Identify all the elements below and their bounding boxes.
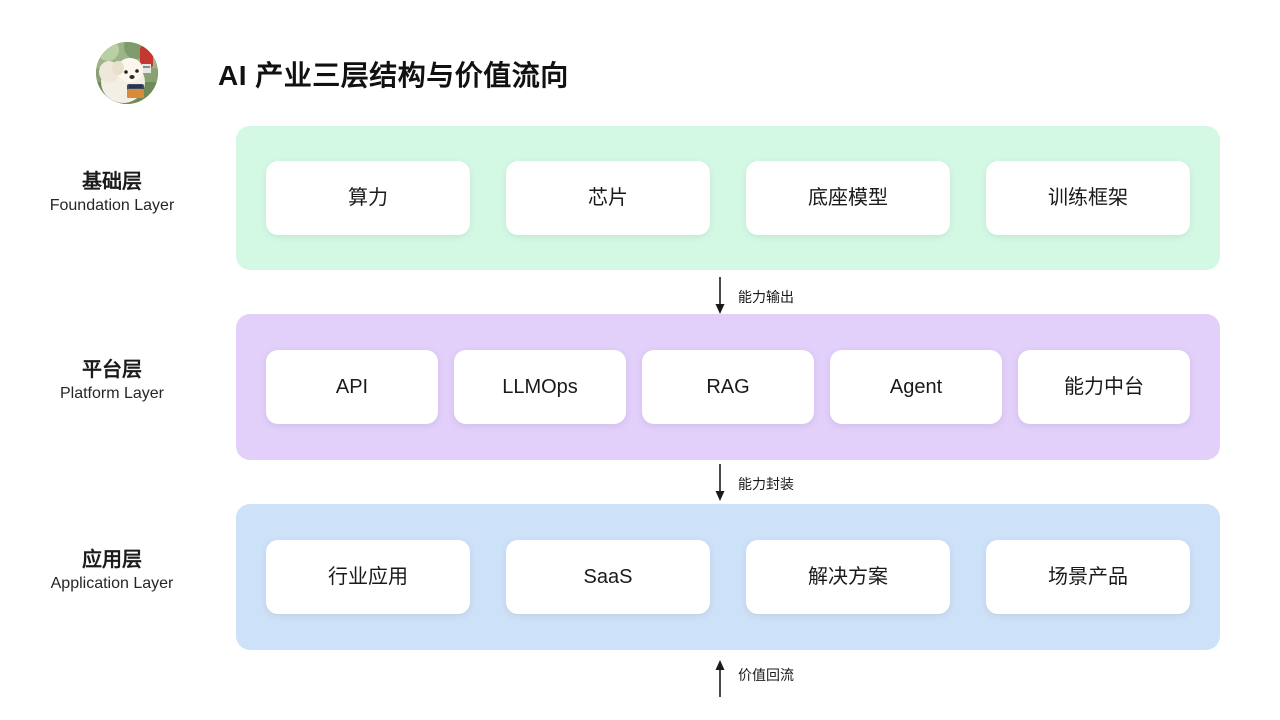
card-foundation-4[interactable]: 训练框架 <box>986 161 1190 235</box>
connector-label: 能力封装 <box>738 476 794 492</box>
layer-name-en: Platform Layer <box>59 385 165 402</box>
card-application-1[interactable]: 行业应用 <box>266 540 470 614</box>
layer-name-cn: 平台层 <box>82 359 142 381</box>
layer-name-cn: 应用层 <box>82 549 142 571</box>
band-platform: API LLMOps RAG Agent 能力中台 <box>236 314 1220 460</box>
card-platform-3[interactable]: RAG <box>642 350 814 424</box>
arrow-up-icon <box>706 655 734 699</box>
card-foundation-1[interactable]: 算力 <box>266 161 470 235</box>
connector-label: 能力输出 <box>738 289 794 305</box>
card-label: 底座模型 <box>808 187 888 209</box>
layer-label-foundation: 基础层 Foundation Layer <box>0 170 224 217</box>
connector-value-return: 价值回流 <box>0 655 1280 699</box>
card-application-3[interactable]: 解决方案 <box>746 540 950 614</box>
card-label: 芯片 <box>588 187 628 209</box>
layer-label-platform: 平台层 Platform Layer <box>0 358 224 405</box>
layer-label-application: 应用层 Application Layer <box>0 548 224 595</box>
card-label: 行业应用 <box>328 566 408 588</box>
card-platform-2[interactable]: LLMOps <box>454 350 626 424</box>
avatar[interactable] <box>96 42 158 104</box>
connector-label: 价值回流 <box>738 667 794 683</box>
band-inner-foundation: 算力 芯片 底座模型 训练框架 <box>236 161 1220 235</box>
card-label: LLMOps <box>502 376 578 398</box>
page-title: AI 产业三层结构与价值流向 <box>218 60 569 91</box>
card-application-2[interactable]: SaaS <box>506 540 710 614</box>
band-inner-application: 行业应用 SaaS 解决方案 场景产品 <box>236 540 1220 614</box>
card-foundation-2[interactable]: 芯片 <box>506 161 710 235</box>
avatar-dog-photo <box>96 42 158 104</box>
arrow-down-icon <box>706 275 734 319</box>
card-label: RAG <box>706 376 750 398</box>
card-label: 训练框架 <box>1048 187 1128 209</box>
card-foundation-3[interactable]: 底座模型 <box>746 161 950 235</box>
layer-name-cn: 基础层 <box>82 171 142 193</box>
connector-platform-to-application: 能力封装 <box>0 462 1280 506</box>
layer-name-en: Foundation Layer <box>49 197 175 214</box>
band-foundation: 算力 芯片 底座模型 训练框架 <box>236 126 1220 270</box>
card-label: 能力中台 <box>1064 376 1144 398</box>
layer-name-en: Application Layer <box>50 575 174 592</box>
card-label: 场景产品 <box>1048 566 1128 588</box>
band-application: 行业应用 SaaS 解决方案 场景产品 <box>236 504 1220 650</box>
page-header: AI 产业三层结构与价值流向 <box>0 0 1280 126</box>
card-label: 解决方案 <box>808 566 888 588</box>
card-label: 算力 <box>348 187 388 209</box>
connector-foundation-to-platform: 能力输出 <box>0 275 1280 319</box>
card-application-4[interactable]: 场景产品 <box>986 540 1190 614</box>
card-platform-1[interactable]: API <box>266 350 438 424</box>
card-label: API <box>335 376 369 398</box>
card-label: Agent <box>889 376 943 398</box>
band-inner-platform: API LLMOps RAG Agent 能力中台 <box>236 350 1220 424</box>
arrow-down-icon <box>706 462 734 506</box>
card-platform-4[interactable]: Agent <box>830 350 1002 424</box>
card-platform-5[interactable]: 能力中台 <box>1018 350 1190 424</box>
card-label: SaaS <box>583 566 633 588</box>
